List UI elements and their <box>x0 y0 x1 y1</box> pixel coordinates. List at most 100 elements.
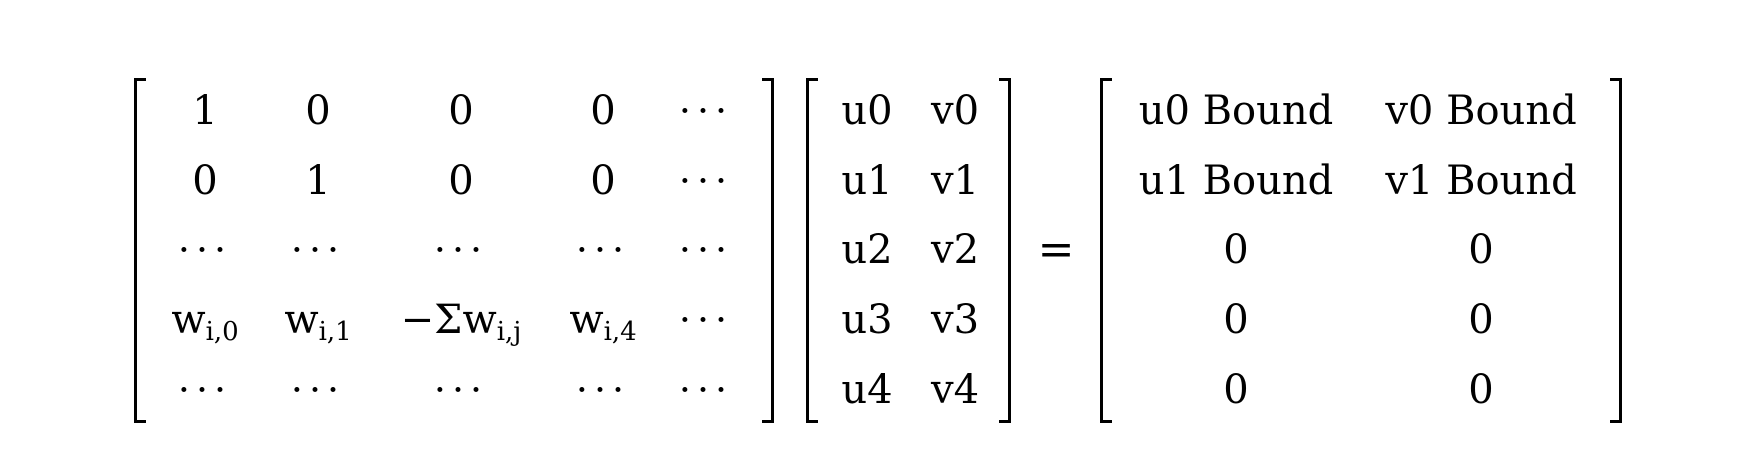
cell-text: 0 <box>590 158 616 204</box>
cell-text: −Σw <box>400 297 497 343</box>
equals-sign: = <box>1037 224 1075 275</box>
coefficient-cell: 0 <box>305 91 330 131</box>
unknowns-matrix-right-bracket <box>999 78 1011 423</box>
cell-text: v2 <box>930 227 980 273</box>
rhs-cell: 0 <box>1223 370 1248 410</box>
cell-text: u1 Bound <box>1138 158 1334 204</box>
unknowns-cell: u0 <box>841 91 892 131</box>
cell-text: ··· <box>678 368 734 412</box>
coefficient-cell: wi,0 <box>171 297 238 345</box>
cell-text: 0 <box>1223 297 1249 343</box>
cell-text: ··· <box>177 368 233 412</box>
cell-text: v0 Bound <box>1385 88 1577 134</box>
cell-text: ··· <box>678 89 734 133</box>
rhs-cell: 0 <box>1223 300 1248 340</box>
rhs-cell: v1 Bound <box>1385 161 1576 201</box>
cell-text: 0 <box>1223 367 1249 413</box>
coefficient-cell: 0 <box>192 161 217 201</box>
coefficient-cell: ··· <box>679 230 733 270</box>
cell-text: ··· <box>433 368 489 412</box>
coefficient-matrix-right-bracket <box>762 78 774 423</box>
rhs-cell: 0 <box>1223 230 1248 270</box>
unknowns-cell: v2 <box>931 230 979 270</box>
coefficient-cell: wi,4 <box>569 297 636 345</box>
coefficient-cell: 0 <box>590 161 615 201</box>
cell-subscript: i,1 <box>318 317 352 347</box>
cell-text: ··· <box>290 368 346 412</box>
cell-text: ··· <box>290 228 346 272</box>
cell-text: 0 <box>305 88 331 134</box>
coefficient-cell: ··· <box>434 370 488 410</box>
coefficient-cell: ··· <box>679 161 733 201</box>
cell-text: v0 <box>930 88 980 134</box>
cell-text: 0 <box>192 158 218 204</box>
coefficient-cell: 0 <box>448 161 473 201</box>
cell-text: 0 <box>590 88 616 134</box>
coefficient-cell: ··· <box>679 91 733 131</box>
coefficient-cell: ··· <box>178 370 232 410</box>
cell-subscript: i,0 <box>205 317 239 347</box>
coefficient-cell: ··· <box>679 300 733 340</box>
cell-text: 0 <box>1223 227 1249 273</box>
cell-text: 0 <box>448 88 474 134</box>
coefficient-cell: ··· <box>679 370 733 410</box>
unknowns-cell: u1 <box>841 161 892 201</box>
coefficient-cell: ··· <box>576 230 630 270</box>
cell-text: v3 <box>930 297 980 343</box>
coefficient-cell: ··· <box>178 230 232 270</box>
cell-text: ··· <box>678 298 734 342</box>
coefficient-matrix-left-bracket <box>134 78 146 423</box>
rhs-cell: 0 <box>1468 300 1493 340</box>
unknowns-cell: v4 <box>931 370 979 410</box>
cell-text: 1 <box>192 88 218 134</box>
cell-text: u0 <box>841 88 893 134</box>
cell-text: 0 <box>1468 367 1494 413</box>
cell-text: w <box>171 297 206 343</box>
cell-text: 1 <box>305 158 331 204</box>
coefficient-cell: 1 <box>192 91 217 131</box>
rhs-matrix-right-bracket <box>1610 78 1622 423</box>
cell-text: ··· <box>678 228 734 272</box>
unknowns-cell: u2 <box>841 230 892 270</box>
cell-subscript: i,4 <box>603 317 637 347</box>
cell-text: v1 <box>930 158 980 204</box>
cell-text: 0 <box>1468 297 1494 343</box>
coefficient-cell: 0 <box>590 91 615 131</box>
cell-text: 0 <box>1468 227 1494 273</box>
coefficient-cell: −Σwi,j <box>400 297 522 345</box>
coefficient-cell: wi,1 <box>284 297 351 345</box>
rhs-cell: v0 Bound <box>1385 91 1576 131</box>
cell-text: u2 <box>841 227 893 273</box>
cell-text: u1 <box>841 158 893 204</box>
unknowns-cell: u3 <box>841 300 892 340</box>
cell-text: ··· <box>177 228 233 272</box>
cell-text: w <box>284 297 319 343</box>
unknowns-matrix-left-bracket <box>806 78 818 423</box>
cell-subscript: i,j <box>496 317 522 347</box>
cell-text: w <box>569 297 604 343</box>
cell-text: u4 <box>841 367 893 413</box>
cell-text: u3 <box>841 297 893 343</box>
cell-text: u0 Bound <box>1138 88 1334 134</box>
cell-text: ··· <box>575 368 631 412</box>
unknowns-cell: v0 <box>931 91 979 131</box>
cell-text: ··· <box>433 228 489 272</box>
unknowns-cell: v3 <box>931 300 979 340</box>
coefficient-cell: ··· <box>291 230 345 270</box>
coefficient-cell: 0 <box>448 91 473 131</box>
cell-text: v1 Bound <box>1385 158 1577 204</box>
rhs-cell: u1 Bound <box>1139 161 1334 201</box>
unknowns-cell: v1 <box>931 161 979 201</box>
coefficient-cell: ··· <box>576 370 630 410</box>
unknowns-cell: u4 <box>841 370 892 410</box>
cell-text: 0 <box>448 158 474 204</box>
rhs-cell: u0 Bound <box>1139 91 1334 131</box>
cell-text: v4 <box>930 367 980 413</box>
rhs-cell: 0 <box>1468 370 1493 410</box>
coefficient-cell: ··· <box>434 230 488 270</box>
rhs-cell: 0 <box>1468 230 1493 270</box>
rhs-matrix-left-bracket <box>1100 78 1112 423</box>
cell-text: ··· <box>575 228 631 272</box>
coefficient-cell: 1 <box>305 161 330 201</box>
